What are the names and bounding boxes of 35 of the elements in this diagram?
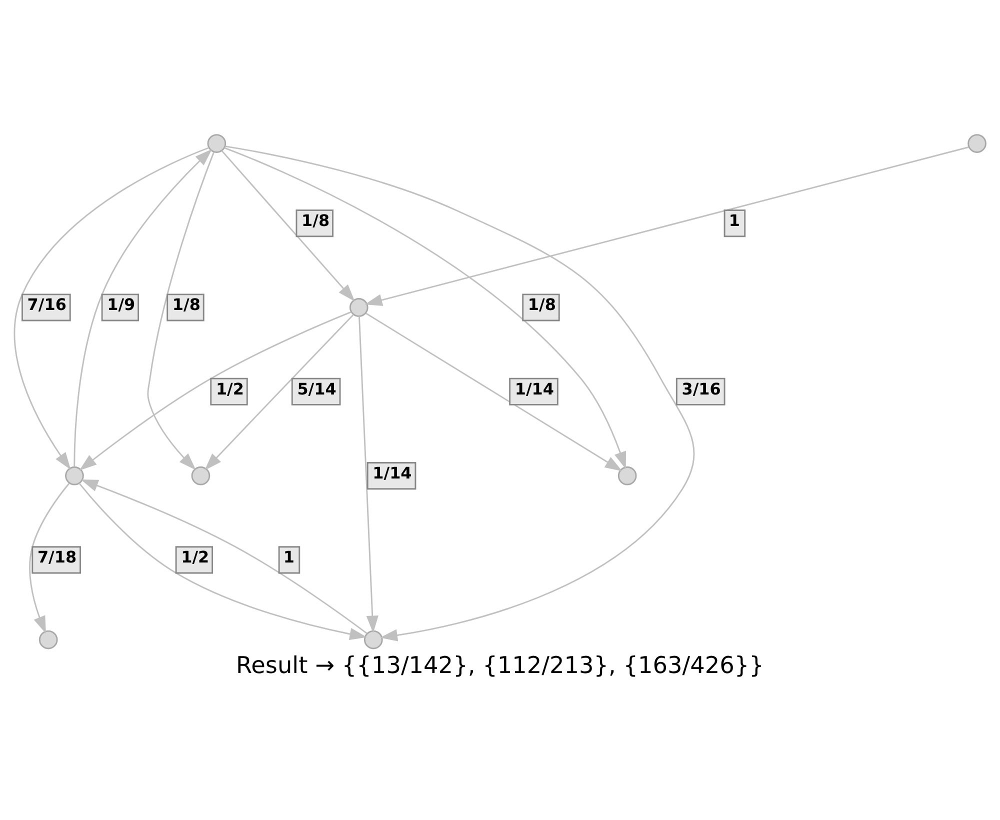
node-circle: [618, 466, 637, 485]
arrow: [79, 310, 352, 470]
arrow: [366, 312, 622, 471]
edge-label: 5/14: [297, 378, 336, 398]
arrow: [14, 146, 210, 470]
node-circle: [207, 134, 226, 152]
arrow: [225, 145, 694, 641]
arrow: [147, 151, 215, 470]
arrow: [224, 146, 626, 469]
node-circle: [968, 134, 986, 152]
edge-label: 1/9: [107, 294, 136, 314]
edge-label: 1/8: [302, 210, 330, 230]
node-circle: [65, 466, 84, 485]
edge-label: 1/8: [172, 294, 200, 314]
edge-label: 1/14: [514, 378, 554, 398]
edge-label: 7/18: [37, 547, 77, 566]
arrow: [204, 314, 354, 470]
edge-label: 1: [283, 547, 295, 566]
edge-label: 1/2: [181, 547, 210, 566]
node-circle: [191, 466, 210, 485]
edge-label: 7/16: [27, 294, 66, 314]
edge-label: 1/2: [216, 378, 244, 398]
caption: Result → {{13/142}, {112/213}, {163/426}}: [236, 651, 764, 678]
arrow: [364, 146, 969, 306]
arrow: [358, 316, 378, 633]
arrow: [29, 482, 70, 634]
edge-label: 1/8: [528, 294, 556, 314]
node-circle: [364, 630, 383, 649]
node-circle: [349, 298, 368, 316]
arrow: [221, 150, 355, 301]
edge-label: 1: [728, 210, 740, 230]
edge-label: 1/14: [372, 462, 412, 482]
edge-label: 3/16: [682, 378, 721, 398]
arrow: [74, 148, 212, 466]
node-circle: [38, 630, 58, 649]
